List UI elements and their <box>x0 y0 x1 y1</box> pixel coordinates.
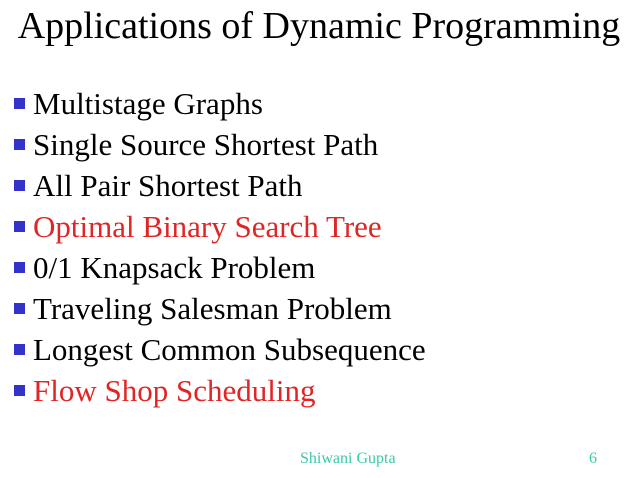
list-item-label: Longest Common Subsequence <box>33 332 426 367</box>
bullet-square-icon <box>14 385 25 396</box>
list-item-label: Optimal Binary Search Tree <box>33 209 382 244</box>
list-item-label: Single Source Shortest Path <box>33 127 379 162</box>
bullet-square-icon <box>14 139 25 150</box>
list-item-label: All Pair Shortest Path <box>33 168 303 203</box>
footer: Shiwani Gupta 6 <box>0 448 638 470</box>
list-item: Single Source Shortest Path <box>14 124 632 165</box>
bullet-square-icon <box>14 98 25 109</box>
slide-title: Applications of Dynamic Programming <box>17 5 621 47</box>
list-item: 0/1 Knapsack Problem <box>14 247 632 288</box>
bullet-square-icon <box>14 303 25 314</box>
list-item: Optimal Binary Search Tree <box>14 206 632 247</box>
list-item: Flow Shop Scheduling <box>14 370 632 411</box>
bullet-square-icon <box>14 344 25 355</box>
footer-author: Shiwani Gupta <box>300 450 396 467</box>
list-item-label: Multistage Graphs <box>33 86 263 121</box>
list-item: Multistage Graphs <box>14 83 632 124</box>
list-item-label: Flow Shop Scheduling <box>33 373 316 408</box>
page-number: 6 <box>589 450 597 467</box>
bullet-square-icon <box>14 221 25 232</box>
list-item: All Pair Shortest Path <box>14 165 632 206</box>
list-item-label: 0/1 Knapsack Problem <box>33 250 316 285</box>
bullet-square-icon <box>14 180 25 191</box>
bullet-square-icon <box>14 262 25 273</box>
list-item: Traveling Salesman Problem <box>14 288 632 329</box>
list-item-label: Traveling Salesman Problem <box>33 291 392 326</box>
list-item: Longest Common Subsequence <box>14 329 632 370</box>
bullet-list: Multistage Graphs Single Source Shortest… <box>14 83 632 411</box>
